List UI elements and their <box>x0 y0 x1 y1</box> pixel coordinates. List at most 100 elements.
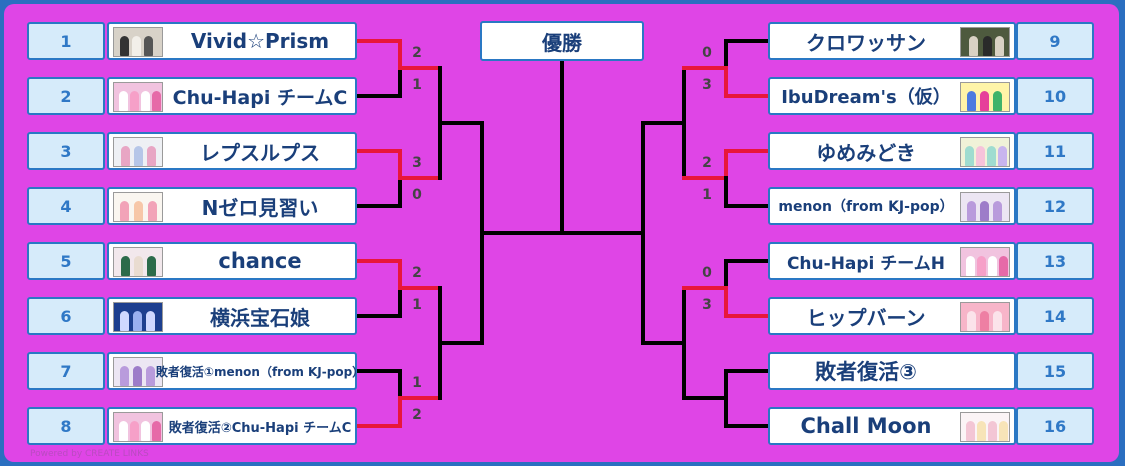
right-r1-bot-line <box>724 176 770 208</box>
score: 2 <box>412 407 422 423</box>
left-semi-line <box>480 121 562 345</box>
team-name: 敗者復活③ <box>815 360 917 384</box>
score: 1 <box>702 187 712 203</box>
team-name: レプスルプス <box>200 140 320 165</box>
team-photo <box>960 27 1010 57</box>
seed-4: 4 <box>27 187 105 225</box>
score: 3 <box>412 155 422 171</box>
left-r1-top-line <box>356 259 402 290</box>
team-slot-6[interactable]: 横浜宝石娘 <box>107 297 357 335</box>
left-r1-bot-line <box>356 286 402 318</box>
score: 1 <box>412 375 422 391</box>
seed-10: 10 <box>1016 77 1094 115</box>
left-r2-line <box>438 286 484 400</box>
team-photo <box>113 357 163 387</box>
score: 3 <box>702 297 712 313</box>
credit-text: Powered by CREATE LINKS <box>30 449 149 459</box>
right-r1-bot-line <box>724 286 770 318</box>
team-slot-11[interactable]: ゆめみどき <box>768 132 1016 170</box>
team-slot-3[interactable]: レプスルプス <box>107 132 357 170</box>
team-slot-15[interactable]: 敗者復活③ <box>768 352 1016 390</box>
team-slot-1[interactable]: Vivid☆Prism <box>107 22 357 60</box>
team-name: Nゼロ見習い <box>201 195 319 220</box>
seed-7: 7 <box>27 352 105 390</box>
seed-3: 3 <box>27 132 105 170</box>
seed-9: 9 <box>1016 22 1094 60</box>
team-photo <box>960 247 1010 277</box>
team-photo <box>113 137 163 167</box>
left-r1-bot-line <box>356 396 402 428</box>
team-name: Chu-Hapi チームH <box>786 253 946 274</box>
seed-13: 13 <box>1016 242 1094 280</box>
seed-14: 14 <box>1016 297 1094 335</box>
team-photo <box>960 412 1010 442</box>
right-r2-line <box>641 66 686 180</box>
team-slot-5[interactable]: chance <box>107 242 357 280</box>
champion-box: 優勝 <box>480 21 644 61</box>
team-name: Chu-Hapi チームC <box>172 86 348 109</box>
team-photo <box>960 302 1010 332</box>
seed-8: 8 <box>27 407 105 445</box>
left-r2-line <box>438 66 484 180</box>
team-slot-9[interactable]: クロワッサン <box>768 22 1016 60</box>
team-name: ゆめみどき <box>816 140 916 165</box>
score: 2 <box>702 155 712 171</box>
team-photo <box>113 82 163 112</box>
seed-12: 12 <box>1016 187 1094 225</box>
seed-1: 1 <box>27 22 105 60</box>
left-r1-top-line <box>356 149 402 180</box>
left-r1-bot-line <box>356 176 402 208</box>
seed-2: 2 <box>27 77 105 115</box>
team-slot-10[interactable]: IbuDream's（仮） <box>768 77 1016 115</box>
team-name: 敗者復活①menon（from KJ-pop） <box>155 364 365 379</box>
team-name: Chall Moon <box>800 414 932 438</box>
team-name: Vivid☆Prism <box>190 29 330 53</box>
team-slot-12[interactable]: menon（from KJ-pop） <box>768 187 1016 225</box>
seed-6: 6 <box>27 297 105 335</box>
team-photo <box>960 82 1010 112</box>
score: 3 <box>702 77 712 93</box>
team-photo <box>113 192 163 222</box>
team-slot-7[interactable]: 敗者復活①menon（from KJ-pop） <box>107 352 365 390</box>
seed-5: 5 <box>27 242 105 280</box>
score: 1 <box>412 77 422 93</box>
team-slot-13[interactable]: Chu-Hapi チームH <box>768 242 1016 280</box>
score: 0 <box>412 187 422 203</box>
score: 2 <box>412 265 422 281</box>
seed-15: 15 <box>1016 352 1094 390</box>
team-slot-14[interactable]: ヒップバーン <box>768 297 1016 335</box>
team-photo <box>960 137 1010 167</box>
team-name: クロワッサン <box>806 30 926 55</box>
team-slot-8[interactable]: 敗者復活②Chu-Hapi チームC <box>107 407 357 445</box>
team-photo <box>113 302 163 332</box>
team-slot-2[interactable]: Chu-Hapi チームC <box>107 77 357 115</box>
right-r1-top-line <box>724 149 770 180</box>
seed-16: 16 <box>1016 407 1094 445</box>
score: 0 <box>702 45 712 61</box>
score: 1 <box>412 297 422 313</box>
left-r1-top-line <box>356 39 402 70</box>
right-r1-bot-line <box>724 66 770 98</box>
right-r1-top-line <box>724 39 770 70</box>
team-photo <box>113 27 163 57</box>
team-name: ヒップバーン <box>806 305 926 330</box>
left-r1-bot-line <box>356 66 402 98</box>
team-name: IbuDream's（仮） <box>781 87 951 108</box>
team-photo <box>960 192 1010 222</box>
score: 2 <box>412 45 422 61</box>
team-photo <box>113 247 163 277</box>
team-slot-16[interactable]: Chall Moon <box>768 407 1016 445</box>
score: 0 <box>702 265 712 281</box>
right-r1-top-line <box>724 259 770 290</box>
left-r1-top-line <box>356 369 402 400</box>
team-name: menon（from KJ-pop） <box>778 199 954 215</box>
right-r1-pend-line <box>682 369 770 428</box>
right-r2-line <box>641 286 686 400</box>
team-slot-4[interactable]: Nゼロ見習い <box>107 187 357 225</box>
team-photo <box>113 412 163 442</box>
team-name: chance <box>218 249 302 273</box>
team-name: 横浜宝石娘 <box>210 305 310 330</box>
team-name: 敗者復活②Chu-Hapi チームC <box>168 420 352 436</box>
